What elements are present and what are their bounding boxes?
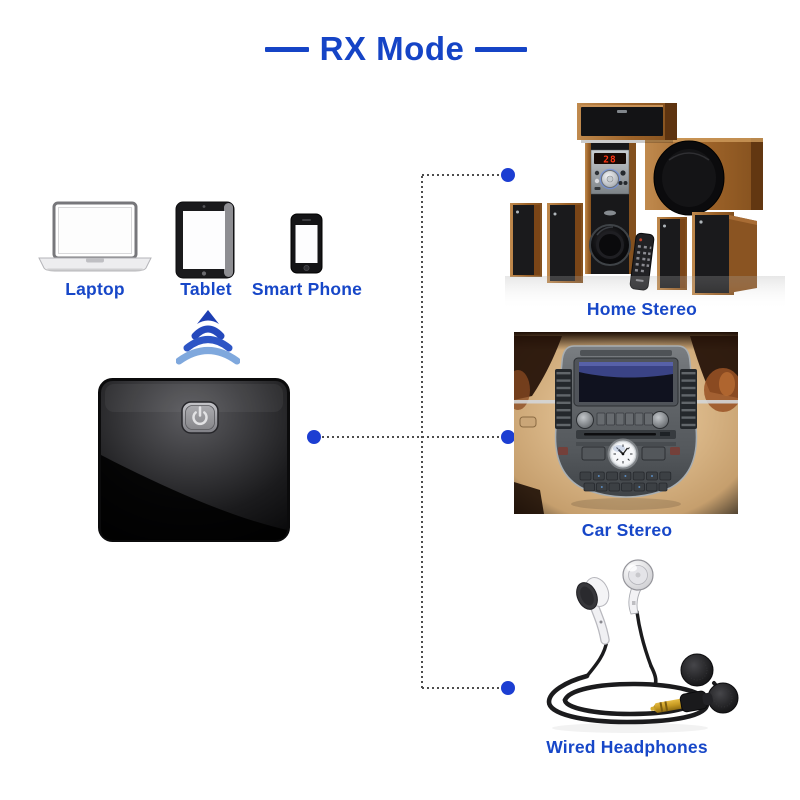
right-vent: [680, 369, 697, 429]
left-vent: [555, 369, 572, 429]
right-earbud: [622, 559, 654, 615]
label-home-stereo: Home Stereo: [586, 299, 698, 319]
center-channel-speaker: [577, 103, 677, 143]
door-handle: [519, 416, 537, 428]
wireless-signal-icon: [176, 310, 240, 365]
button-grid: [579, 471, 672, 492]
right-main-speaker: [645, 138, 763, 216]
dot-home-stereo: [501, 168, 515, 182]
wired-headphones-image: [546, 559, 739, 733]
title-dash-left: [264, 46, 309, 52]
tablet-icon: [175, 201, 235, 279]
page-title-text: RX Mode: [319, 30, 465, 67]
label-car-stereo: Car Stereo: [581, 520, 673, 540]
label-tablet: Tablet: [180, 279, 232, 299]
audio-jack: [650, 690, 713, 713]
foam-pads: [680, 653, 739, 714]
floor-reflection: [505, 276, 785, 310]
dot-adapter: [307, 430, 321, 444]
label-smart-phone: Smart Phone: [251, 279, 363, 299]
home-stereo-image: 28: [505, 103, 785, 310]
smart-phone-icon: [290, 213, 323, 274]
connector-dots: [307, 168, 515, 695]
label-laptop: Laptop: [65, 279, 125, 299]
led-display-panel: [594, 153, 626, 164]
dot-car-stereo: [501, 430, 515, 444]
led-display-value: 28: [603, 155, 616, 166]
analog-clock: [607, 438, 639, 470]
head-unit: [554, 345, 698, 498]
adapter-power-button: [181, 401, 219, 434]
power-icon: [192, 406, 208, 426]
car-stereo-image: [514, 332, 738, 514]
left-earbud: [576, 577, 610, 645]
dot-headphones: [501, 681, 515, 695]
title-dash-right: [475, 46, 528, 52]
label-wired-headphones: Wired Headphones: [546, 737, 708, 757]
page-title: RX Mode: [0, 28, 796, 70]
bluetooth-adapter: [98, 378, 290, 542]
laptop-icon: [38, 201, 152, 272]
subwoofer-tower: 28: [585, 143, 636, 274]
